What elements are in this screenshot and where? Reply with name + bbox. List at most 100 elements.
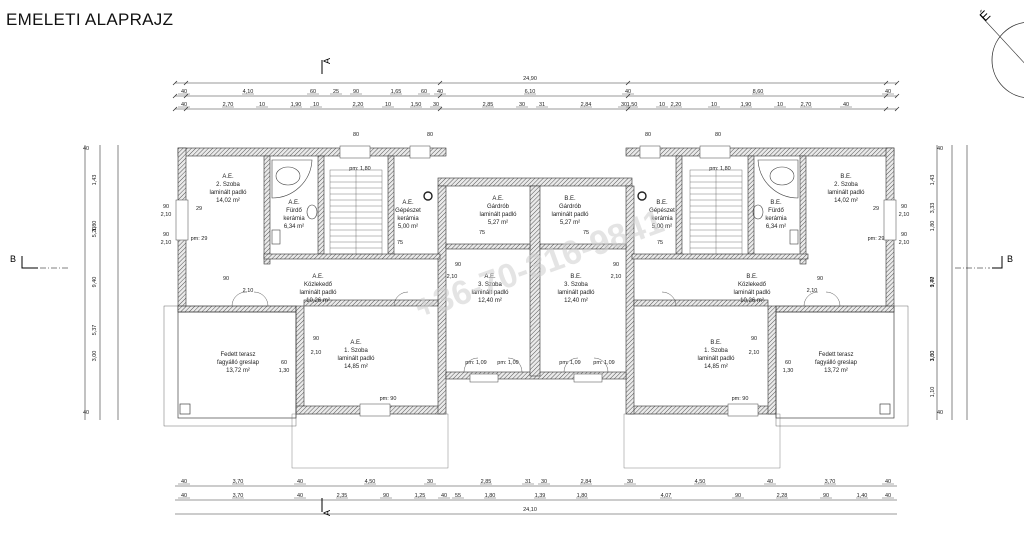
room-floor: laminált padló <box>697 356 735 362</box>
room-code: A.E. <box>350 340 362 346</box>
room-name: 1. Szoba <box>704 348 728 354</box>
room-name: Gárdrób <box>559 204 582 210</box>
top-dim3-12: 2,84 <box>581 102 592 108</box>
room-area: 14,02 m² <box>834 198 858 204</box>
left-dim-1: 1,80 <box>92 221 98 232</box>
top-dim-10: 8,60 <box>753 89 764 95</box>
room-code: A.E. <box>484 274 496 280</box>
top-dim3-16: 2,20 <box>671 102 682 108</box>
opening-dim-19: 90 <box>751 336 757 342</box>
room-floor: kerámia <box>283 216 305 222</box>
room-code: B.E. <box>840 174 852 180</box>
bot-dim2-6: 40 <box>441 493 447 499</box>
top-dim3-11: 31 <box>539 102 545 108</box>
opening-dim-0: pm: 1,80 <box>349 166 370 172</box>
room-name: Közlekedő <box>304 282 333 288</box>
room-floor: fagyálló greslap <box>217 360 260 366</box>
top-dim-2: 60 <box>310 89 316 95</box>
opening-dim-17: 90 <box>613 262 619 268</box>
opening-dim-10: 2,10 <box>447 274 458 280</box>
top-dim3-3: 1,90 <box>291 102 302 108</box>
opening-dim-44: 75 <box>397 240 403 246</box>
room-name: 2. Szoba <box>834 182 858 188</box>
opening-dim-29: 29 <box>873 206 879 212</box>
room-floor: kerámia <box>651 216 673 222</box>
top-dim-4: 90 <box>353 89 359 95</box>
room-floor: laminált padló <box>551 212 589 218</box>
top-total-dim: 24,90 <box>523 76 537 82</box>
right-dim-6: 3,00 <box>930 351 936 362</box>
svg-text:A: A <box>322 510 332 516</box>
bot-dim-10: 4,50 <box>695 479 706 485</box>
room-name: Gépészet <box>649 208 675 214</box>
bot-dim2-9: 1,39 <box>535 493 546 499</box>
room-name: 1. Szoba <box>344 348 368 354</box>
boiler-right-icon <box>637 191 647 201</box>
right-dim-7: 1,10 <box>930 387 936 398</box>
top-dim3-19: 10 <box>777 102 783 108</box>
opening-dim-40: 80 <box>353 132 359 138</box>
opening-dim-46: 75 <box>583 230 589 236</box>
room-floor: laminált padló <box>827 190 865 196</box>
bot-dim2-1: 3,70 <box>233 493 244 499</box>
top-dim-8: 6,10 <box>525 89 536 95</box>
toilet-right-icon <box>752 204 799 245</box>
bot-dim-1: 3,70 <box>233 479 244 485</box>
opening-dim-25: 40 <box>83 146 89 152</box>
opening-dim-38: 90 <box>901 204 907 210</box>
top-dim-5: 1,65 <box>391 89 402 95</box>
opening-dim-13: 2,10 <box>749 350 760 356</box>
bot-dim-4: 30 <box>427 479 433 485</box>
section-b-right: B <box>955 254 1013 269</box>
room-code: B.E. <box>564 196 576 202</box>
right-dim-0: 1,43 <box>930 175 936 186</box>
room-floor: kerámia <box>397 216 419 222</box>
bot-dim-11: 40 <box>767 479 773 485</box>
opening-dim-20: 60 <box>281 360 287 366</box>
room-code: A.E. <box>288 200 300 206</box>
opening-dim-36: 90 <box>163 204 169 210</box>
opening-dim-41: 80 <box>427 132 433 138</box>
opening-dim-34: pm: 29 <box>191 236 208 242</box>
bot-dim2-8: 1,80 <box>485 493 496 499</box>
opening-dim-16: 90 <box>455 262 461 268</box>
opening-dim-33: 2,10 <box>899 240 910 246</box>
opening-dim-28: 29 <box>196 206 202 212</box>
room-floor: laminált padló <box>209 190 247 196</box>
room-area: 14,85 m² <box>344 364 368 370</box>
door-swings <box>231 291 841 373</box>
right-dim-4: 9,40 <box>930 277 936 288</box>
right-dims: 1,431,803,331,779,401,503,001,10 <box>930 175 936 398</box>
opening-dim-2: pm: 90 <box>380 396 397 402</box>
bottom-dimension-lines <box>175 485 897 515</box>
top-dim3-13: 30 <box>621 102 627 108</box>
room-floor: kerámia <box>765 216 787 222</box>
top-dim3-4: 10 <box>313 102 319 108</box>
top-dim3-2: 10 <box>259 102 265 108</box>
bottom-total-dim: 24,10 <box>523 507 537 513</box>
room-code: B.E. <box>746 274 758 280</box>
opening-dim-1: pm: 1,80 <box>709 166 730 172</box>
top-dim-11: 40 <box>885 89 891 95</box>
opening-dim-15: 90 <box>817 276 823 282</box>
bot-dim2-13: 2,28 <box>777 493 788 499</box>
top-dim3-14: 1,50 <box>627 102 638 108</box>
room-area: 12,40 m² <box>478 298 502 304</box>
room-area: 5,00 m² <box>398 224 418 230</box>
opening-dim-5: pm: 1,09 <box>497 360 518 366</box>
room-name: 3. Szoba <box>478 282 502 288</box>
top-dim-3: 25 <box>333 89 339 95</box>
top-dimension-lines <box>172 80 900 112</box>
terrace-left <box>163 305 297 427</box>
opening-dim-39: 90 <box>901 232 907 238</box>
left-dim-4: 3,00 <box>92 351 98 362</box>
bot-dim2-3: 2,35 <box>337 493 348 499</box>
room-floor: laminált padló <box>299 290 337 296</box>
bot-dim2-16: 40 <box>885 493 891 499</box>
